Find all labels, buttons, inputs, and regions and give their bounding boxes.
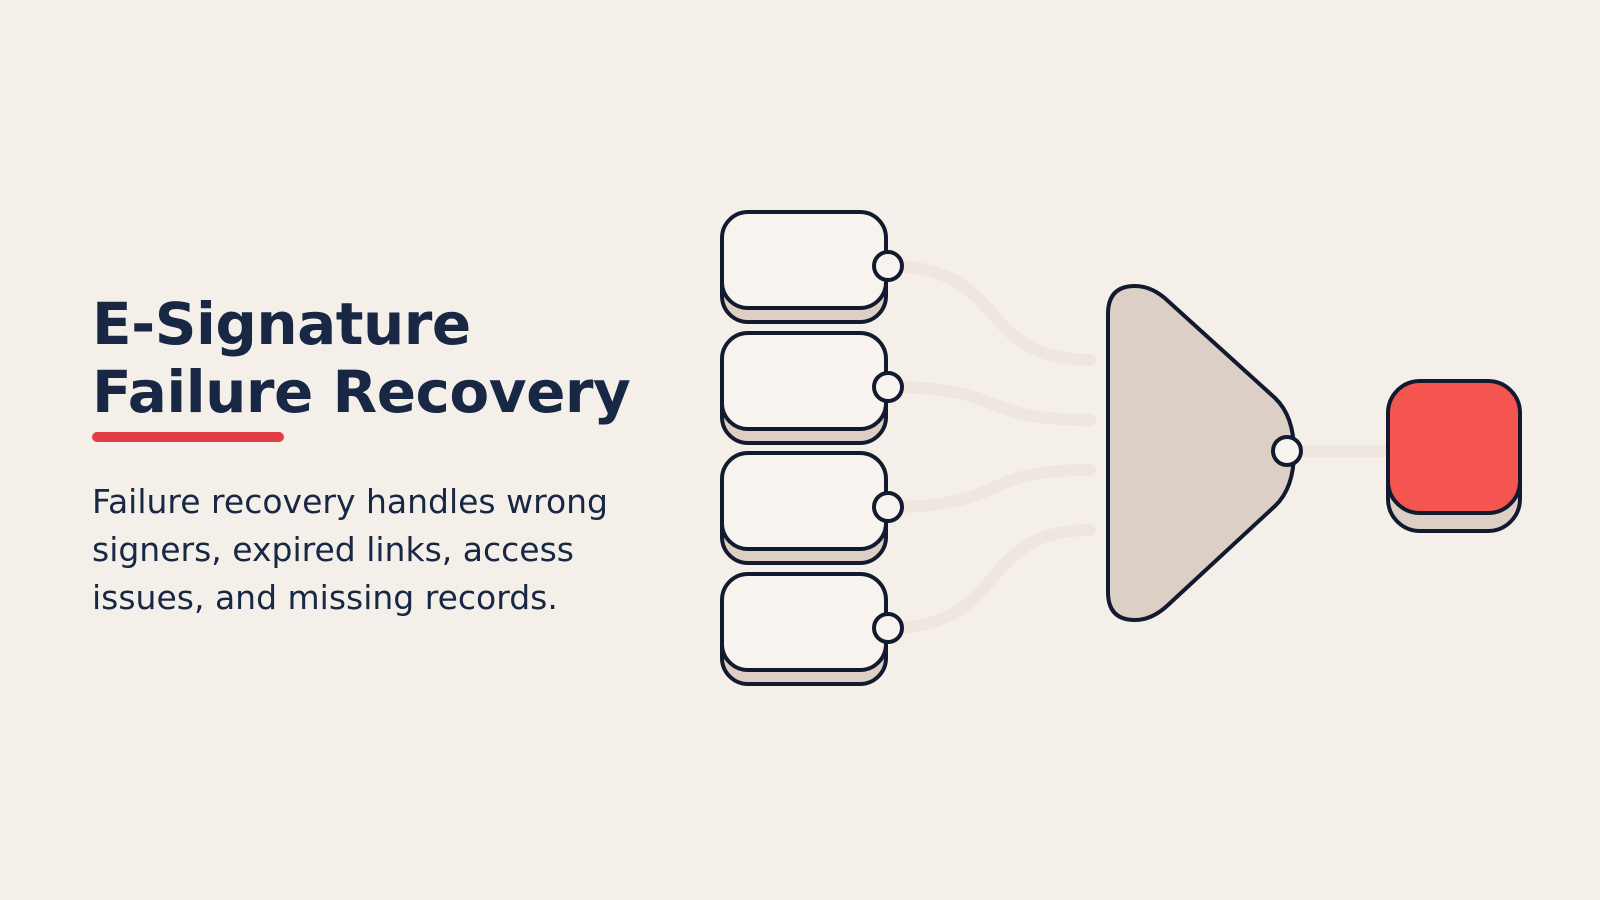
connector-input-2 <box>882 381 1096 426</box>
connector-lines <box>882 260 1391 634</box>
merge-output-port <box>1271 435 1303 467</box>
merge-node <box>1106 284 1303 622</box>
input-port <box>872 371 904 403</box>
output-node <box>1386 379 1522 533</box>
input-port <box>872 612 904 644</box>
input-node <box>720 451 904 565</box>
connector-input-1 <box>882 260 1096 366</box>
input-node <box>720 210 904 324</box>
input-port <box>872 250 904 282</box>
page-title: E-Signature Failure Recovery <box>92 290 631 426</box>
description-text: Failure recovery handles wrong signers, … <box>92 482 608 617</box>
input-node <box>720 331 904 445</box>
connector-input-3 <box>882 464 1096 513</box>
title-underline <box>92 432 284 442</box>
input-port <box>872 491 904 523</box>
input-node <box>720 572 904 686</box>
title-block: E-Signature Failure Recovery <box>92 290 672 426</box>
connector-input-4 <box>882 524 1096 634</box>
